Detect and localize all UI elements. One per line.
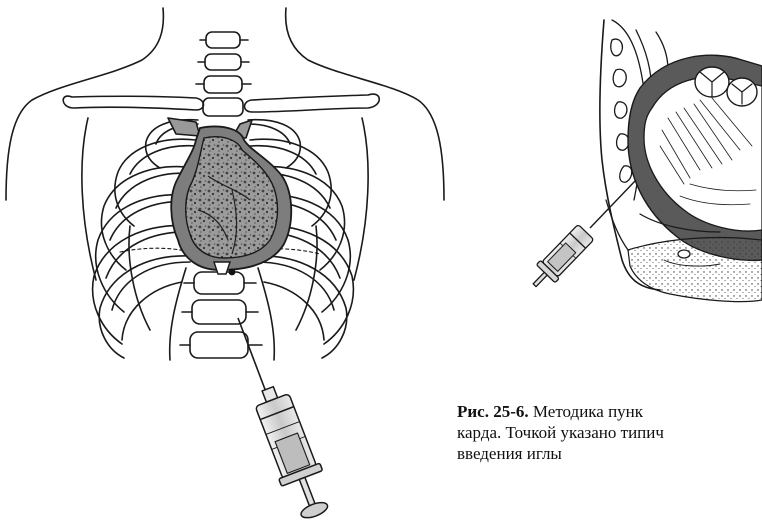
inset-vessel	[678, 250, 690, 258]
scapula-left	[82, 118, 96, 280]
caption-line-1-text: Методика пунк	[529, 402, 643, 421]
pericardium	[171, 127, 291, 271]
costal-margin-left	[170, 268, 186, 360]
caption-line-1: Рис. 25-6. Методика пунк	[457, 401, 762, 422]
inset-syringe	[525, 180, 636, 294]
inset-illustration	[600, 20, 762, 302]
caption-line-2: карда. Точкой указано типич	[457, 422, 762, 443]
sternum-left-band	[168, 118, 200, 136]
needle	[238, 318, 266, 392]
scapula-right	[354, 118, 368, 280]
heart	[186, 137, 278, 258]
inset-liver	[628, 238, 762, 302]
main-syringe	[238, 318, 337, 524]
figure-caption: Рис. 25-6. Методика пунк карда. Точкой у…	[457, 401, 762, 464]
clavicles	[63, 94, 379, 112]
insertion-point-dot	[229, 269, 236, 276]
figure-label: Рис. 25-6.	[457, 402, 529, 421]
caption-line-3: введения иглы	[457, 443, 762, 464]
